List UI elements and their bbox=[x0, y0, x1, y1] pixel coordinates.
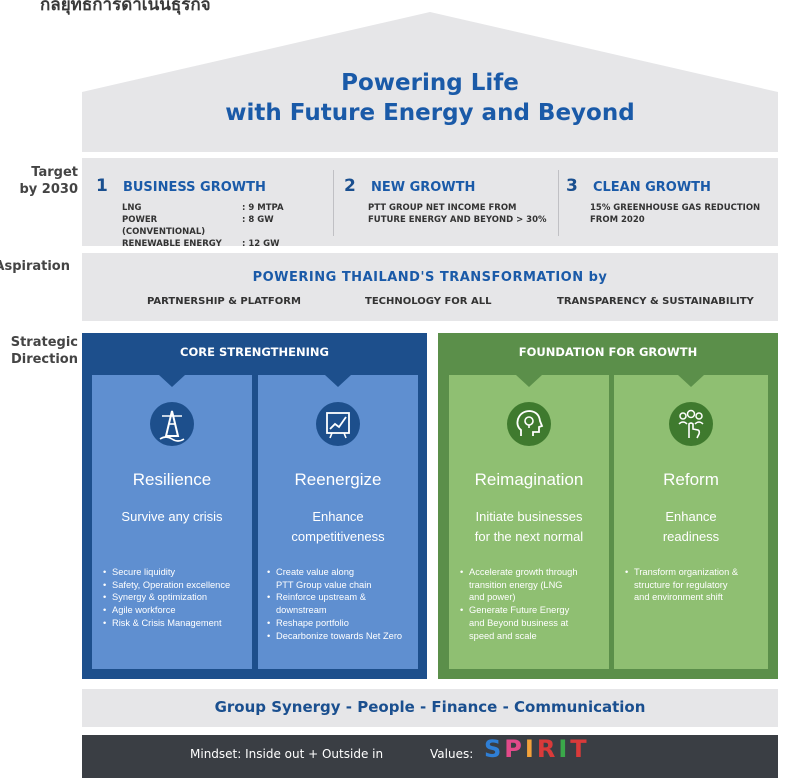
bullet-continuation: and power) bbox=[469, 592, 516, 603]
group-synergy-text: Group Synergy - People - Finance - Commu… bbox=[214, 698, 646, 716]
target-title: BUSINESS GROWTH bbox=[122, 180, 266, 195]
resilience-subtitle: Survive any crisis bbox=[121, 509, 223, 524]
reenergize-bullets: Create value along PTT Group value chain… bbox=[267, 566, 417, 642]
bullet-item: Secure liquidity bbox=[103, 566, 253, 579]
aspiration-label: Aspiration bbox=[0, 259, 70, 274]
vision-line-2: with Future Energy and Beyond bbox=[225, 100, 635, 126]
bullet-item: Synergy & optimization bbox=[103, 591, 253, 604]
group-synergy-band bbox=[82, 689, 778, 727]
bullet-item: Safety, Operation excellence bbox=[103, 579, 253, 592]
foundation-for-growth-title: FOUNDATION FOR GROWTH bbox=[518, 345, 698, 359]
spirit-logo: SPIRIT bbox=[484, 735, 590, 763]
bullet-continuation: transition energy (LNG bbox=[469, 579, 563, 590]
bullet-continuation: downstream bbox=[276, 605, 327, 616]
mindset-band bbox=[82, 735, 778, 778]
target-divider bbox=[333, 170, 334, 236]
bullet-item: Create value along bbox=[267, 566, 417, 579]
vision-line-1: Powering Life bbox=[341, 70, 519, 96]
reimagination-bullets: Accelerate growth through transition ene… bbox=[460, 566, 608, 642]
target-business-growth: 1 BUSINESS GROWTH LNG: 9 MTPA POWER (CON… bbox=[96, 176, 284, 249]
reenergize-title: Reenergize bbox=[294, 470, 382, 489]
mindset-text: Mindset: Inside out + Outside in bbox=[190, 747, 384, 761]
target-title: CLEAN GROWTH bbox=[592, 180, 711, 195]
spirit-letter-p: P bbox=[504, 735, 525, 763]
bullet-item: Generate Future Energy bbox=[460, 604, 608, 617]
spirit-letter-i: I bbox=[524, 735, 537, 763]
bullet-item: Transform organization & bbox=[625, 566, 767, 579]
target-new-growth: 2 NEW GROWTH PTT GROUP NET INCOME FROM F… bbox=[344, 176, 547, 225]
team-touch-icon bbox=[669, 402, 713, 446]
aspiration-title: POWERING THAILAND'S TRANSFORMATION by bbox=[252, 270, 608, 285]
bullet-item: Decarbonize towards Net Zero bbox=[267, 630, 417, 643]
core-strengthening-title: CORE STRENGTHENING bbox=[180, 345, 329, 359]
aspiration-band bbox=[82, 253, 778, 321]
card-notch bbox=[678, 375, 704, 387]
bullet-continuation: and Beyond business at bbox=[469, 617, 569, 628]
idea-head-icon bbox=[507, 402, 551, 446]
reimagination-subtitle: Initiate businesses for the next normal bbox=[474, 509, 584, 544]
reform-subtitle: Enhance readiness bbox=[662, 509, 720, 544]
bullet-item: Reshape portfolio bbox=[267, 617, 417, 630]
resilience-bullets: Secure liquidity Safety, Operation excel… bbox=[103, 566, 253, 630]
target-divider bbox=[558, 170, 559, 236]
reimagination-title: Reimagination bbox=[474, 470, 584, 489]
card-notch bbox=[516, 375, 542, 387]
roof-shape bbox=[82, 12, 778, 152]
spirit-letter-i2: I bbox=[558, 735, 571, 763]
target-number: 1 bbox=[96, 176, 108, 196]
lighthouse-icon bbox=[150, 402, 194, 446]
bullet-item: Agile workforce bbox=[103, 604, 253, 617]
resilience-title: Resilience bbox=[132, 470, 212, 489]
card-notch bbox=[325, 375, 351, 387]
spirit-letter-t: T bbox=[570, 735, 590, 763]
bullet-item: Reinforce upstream & bbox=[267, 591, 417, 604]
spirit-letter-s: S bbox=[484, 735, 505, 763]
target-number: 2 bbox=[344, 176, 356, 196]
reform-title: Reform bbox=[663, 470, 719, 489]
bullet-continuation: and environment shift bbox=[634, 592, 723, 603]
bullet-item: Accelerate growth through bbox=[460, 566, 608, 579]
vision-statement: Powering Life with Future Energy and Bey… bbox=[82, 68, 778, 128]
target-band bbox=[82, 158, 778, 246]
growth-chart-icon bbox=[316, 402, 360, 446]
card-notch bbox=[159, 375, 185, 387]
aspiration-item-transparency: TRANSPARENCY & SUSTAINABILITY bbox=[557, 296, 754, 307]
spirit-letter-r: R bbox=[536, 735, 559, 763]
target-number: 3 bbox=[566, 176, 578, 196]
reform-bullets: Transform organization & structure for r… bbox=[625, 566, 767, 604]
bullet-continuation: speed and scale bbox=[469, 630, 537, 641]
target-label: Target by 2030 bbox=[19, 165, 79, 197]
values-label: Values: bbox=[430, 747, 474, 761]
strategic-direction-label: Strategic Direction bbox=[10, 335, 78, 367]
aspiration-item-technology: TECHNOLOGY FOR ALL bbox=[365, 296, 492, 307]
page-title-thai: กลยุทธ์การดำเนินธุรกิจ bbox=[40, 0, 211, 15]
aspiration-item-partnership: PARTNERSHIP & PLATFORM bbox=[147, 296, 301, 307]
bullet-continuation: structure for regulatory bbox=[634, 579, 728, 590]
bullet-continuation: PTT Group value chain bbox=[276, 579, 372, 590]
reenergize-subtitle: Enhance competitiveness bbox=[291, 509, 385, 544]
target-title: NEW GROWTH bbox=[370, 180, 476, 195]
target-clean-growth: 3 CLEAN GROWTH 15% GREENHOUSE GAS REDUCT… bbox=[566, 176, 761, 225]
bullet-item: Risk & Crisis Management bbox=[103, 617, 253, 630]
